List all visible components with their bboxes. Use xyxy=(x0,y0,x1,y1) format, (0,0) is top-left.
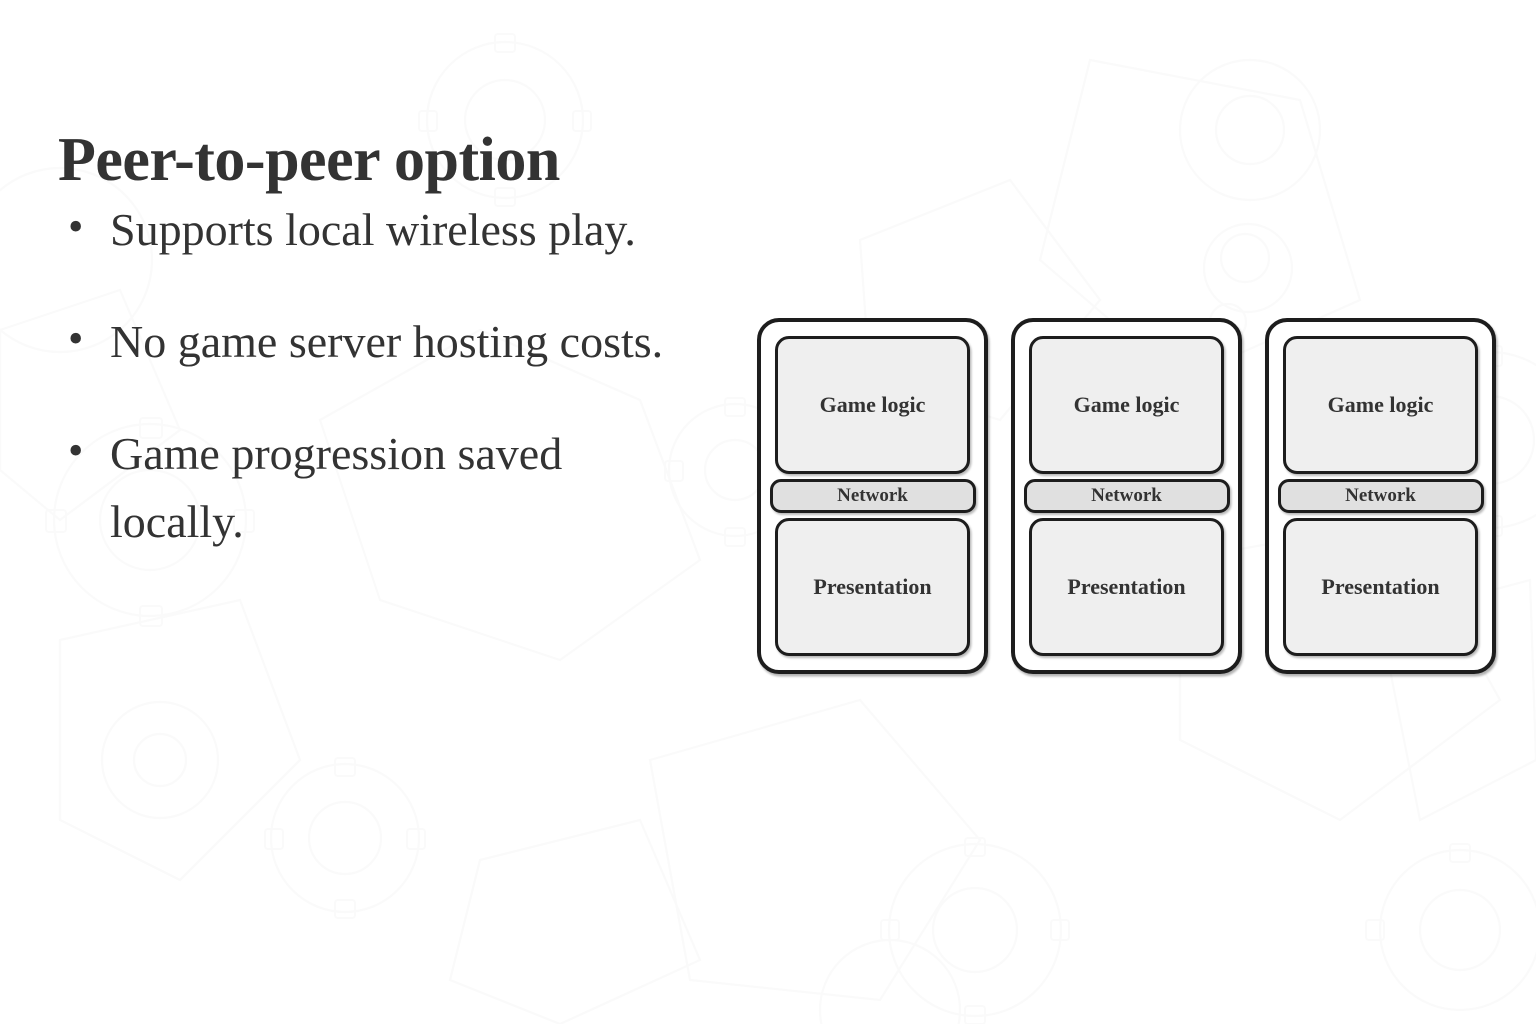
layer-network: Network xyxy=(1023,479,1230,513)
bullet-list: • Supports local wireless play. • No gam… xyxy=(58,196,678,600)
device-panel-2: Game logic Network Presentation xyxy=(1011,318,1242,674)
layer-game-logic: Game logic xyxy=(775,336,970,475)
layer-presentation: Presentation xyxy=(1029,517,1224,657)
layer-presentation: Presentation xyxy=(1283,517,1478,657)
list-item: • Supports local wireless play. xyxy=(58,196,678,264)
device-panel-1: Game logic Network Presentation xyxy=(757,318,988,674)
layer-game-logic: Game logic xyxy=(1283,336,1478,475)
bullet-text: Game progression saved locally. xyxy=(110,428,563,547)
list-item: • No game server hosting costs. xyxy=(58,308,678,376)
bullet-point-icon: • xyxy=(68,314,84,363)
peer-to-peer-device-diagram: Game logic Network Presentation Game log… xyxy=(757,318,1497,678)
bullet-text: Supports local wireless play. xyxy=(110,204,636,255)
layer-network: Network xyxy=(1277,479,1484,513)
layer-network: Network xyxy=(769,479,976,513)
device-panel-3: Game logic Network Presentation xyxy=(1265,318,1496,674)
bullet-text: No game server hosting costs. xyxy=(110,316,664,367)
list-item: • Game progression saved locally. xyxy=(58,420,678,556)
bullet-point-icon: • xyxy=(68,426,84,475)
layer-game-logic: Game logic xyxy=(1029,336,1224,475)
page-title: Peer-to-peer option xyxy=(58,125,560,194)
bullet-point-icon: • xyxy=(68,202,84,251)
layer-presentation: Presentation xyxy=(775,517,970,657)
